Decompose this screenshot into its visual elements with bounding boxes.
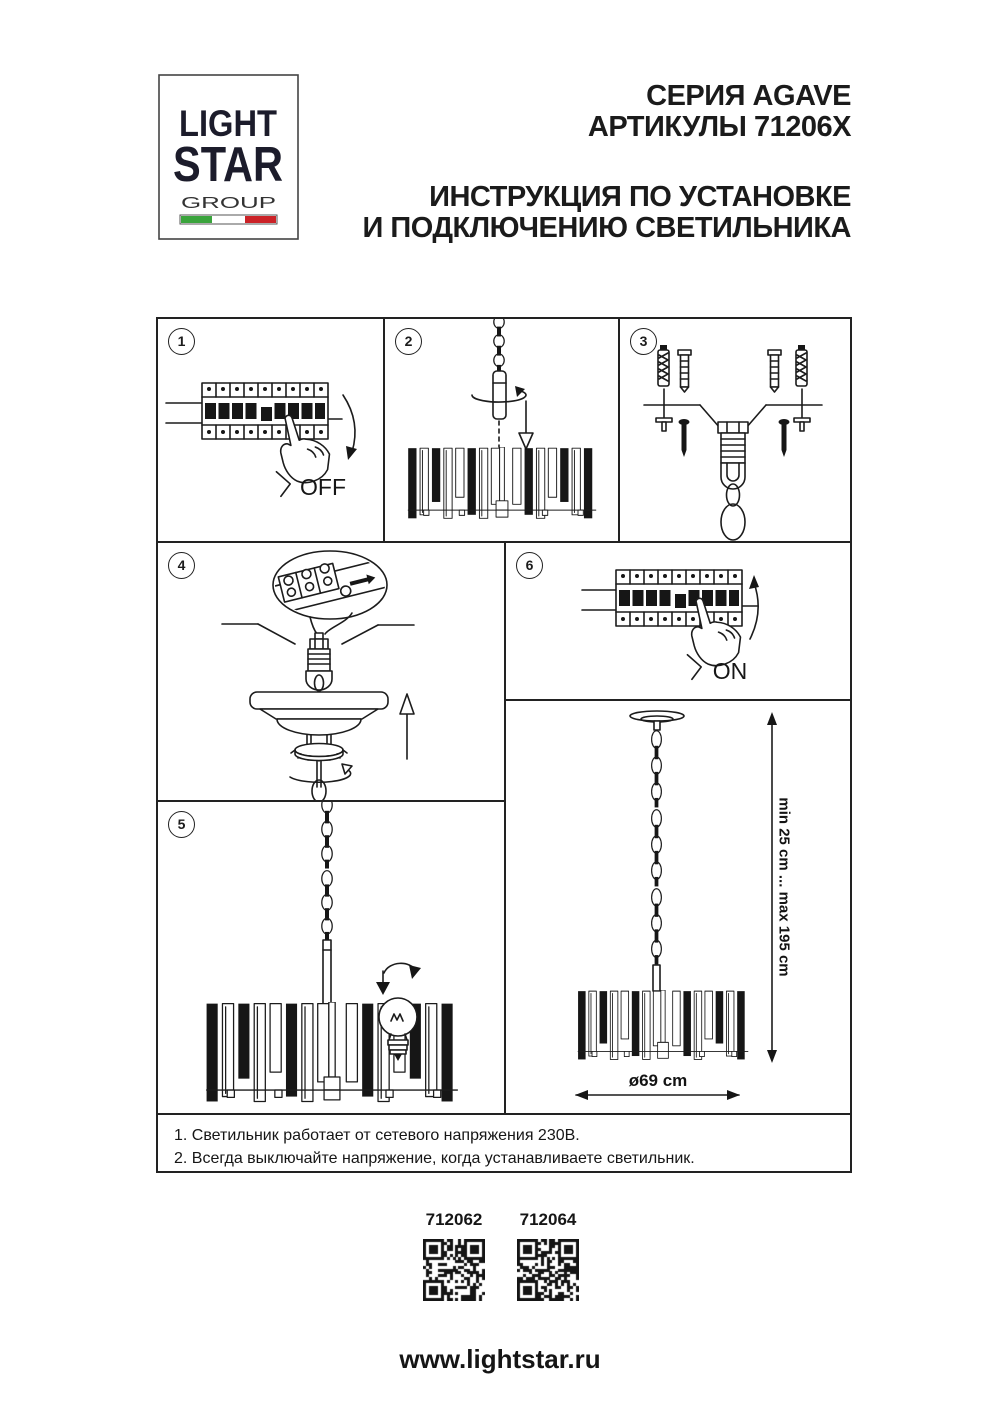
- diagram-bracket-mount: [643, 344, 823, 541]
- lock-nut-icon: [290, 742, 348, 762]
- diagram-grid: 1 OFF 2: [156, 317, 852, 1173]
- off-label: OFF: [300, 474, 346, 500]
- step-3-panel: 3: [620, 319, 850, 543]
- note-line: 1. Светильник работает от сетевого напря…: [174, 1127, 580, 1144]
- diameter-dimension-icon: [575, 1090, 740, 1100]
- document-title: СЕРИЯ AGAVE АРТИКУЛЫ 71206X: [587, 80, 852, 143]
- terminal-block-detail: [275, 558, 385, 617]
- canopy-icon: [249, 691, 389, 736]
- series-title: СЕРИЯ AGAVE: [646, 80, 851, 112]
- height-range-label: min 25 cm ... max 195 cm: [775, 797, 793, 977]
- step-number: 6: [516, 552, 543, 579]
- product-qr-712064: 712064: [515, 1210, 581, 1306]
- step-number: 4: [168, 552, 195, 579]
- diagram-dimensions: [575, 710, 777, 1100]
- logo-group: GROUP: [181, 195, 276, 212]
- mounting-bracket-icon: [643, 404, 823, 429]
- up-arrow-icon: [399, 693, 415, 760]
- diagram-attach-rod: [407, 319, 597, 519]
- bulb-icon: [378, 997, 418, 1061]
- diameter-label: ø69 cm: [628, 1071, 688, 1090]
- step-number: 2: [395, 328, 422, 355]
- note-line: 2. Всегда выключайте напряжение, когда у…: [174, 1150, 695, 1167]
- screw-bulb-arrow-icon: [376, 962, 421, 995]
- italian-flag-icon: [179, 214, 278, 225]
- step-number: 1: [168, 328, 195, 355]
- step-6-panel: 6 ON: [506, 543, 850, 701]
- vertical-dimension-icon: [767, 712, 777, 1063]
- rotate-arrow-icon: [471, 390, 527, 403]
- step-4-panel: 4: [158, 543, 506, 802]
- ceiling-cap-icon: [629, 710, 685, 731]
- callout-balloon: [272, 550, 388, 620]
- on-arrow-icon: [749, 582, 759, 640]
- down-arrow-icon: [518, 400, 534, 450]
- off-arrow-icon: [342, 394, 356, 453]
- chain-link-icon: [725, 483, 741, 507]
- qr-code: [423, 1239, 485, 1301]
- dimensions-panel: min 25 cm ... max 195 cm ø69 cm: [506, 701, 850, 1115]
- article-number: 712064: [519, 1210, 577, 1229]
- lightstar-logo: LIGHT STAR GROUP: [158, 74, 299, 240]
- diagram-hang-bulb: [205, 802, 459, 1103]
- bracket-icon: [221, 623, 415, 645]
- diagram-breaker-off: OFF: [165, 382, 357, 500]
- qr-code: [517, 1239, 579, 1301]
- notes-panel: 1. Светильник работает от сетевого напря…: [158, 1115, 850, 1171]
- instruction-title: ИНСТРУКЦИЯ ПО УСТАНОВКЕ И ПОДКЛЮЧЕНИЮ СВ…: [362, 181, 851, 244]
- step-1-panel: 1 OFF: [158, 319, 385, 543]
- step-2-panel: 2: [385, 319, 620, 543]
- diagram-wiring-canopy: [221, 550, 415, 800]
- product-qr-712062: 712062: [421, 1210, 487, 1306]
- website-url: www.lightstar.ru: [399, 1344, 601, 1374]
- rotate-arrow-icon: [289, 769, 352, 784]
- articles-title: АРТИКУЛЫ 71206X: [587, 111, 852, 143]
- step-number: 3: [630, 328, 657, 355]
- diagram-breaker-on: ON: [581, 569, 759, 684]
- logo-light: LIGHT: [179, 103, 277, 144]
- logo-star: STAR: [173, 138, 283, 192]
- on-label: ON: [713, 658, 748, 684]
- step-5-panel: 5: [158, 802, 506, 1115]
- step-number: 5: [168, 811, 195, 838]
- article-number: 712062: [425, 1210, 483, 1229]
- chain-link-icon: [720, 503, 746, 541]
